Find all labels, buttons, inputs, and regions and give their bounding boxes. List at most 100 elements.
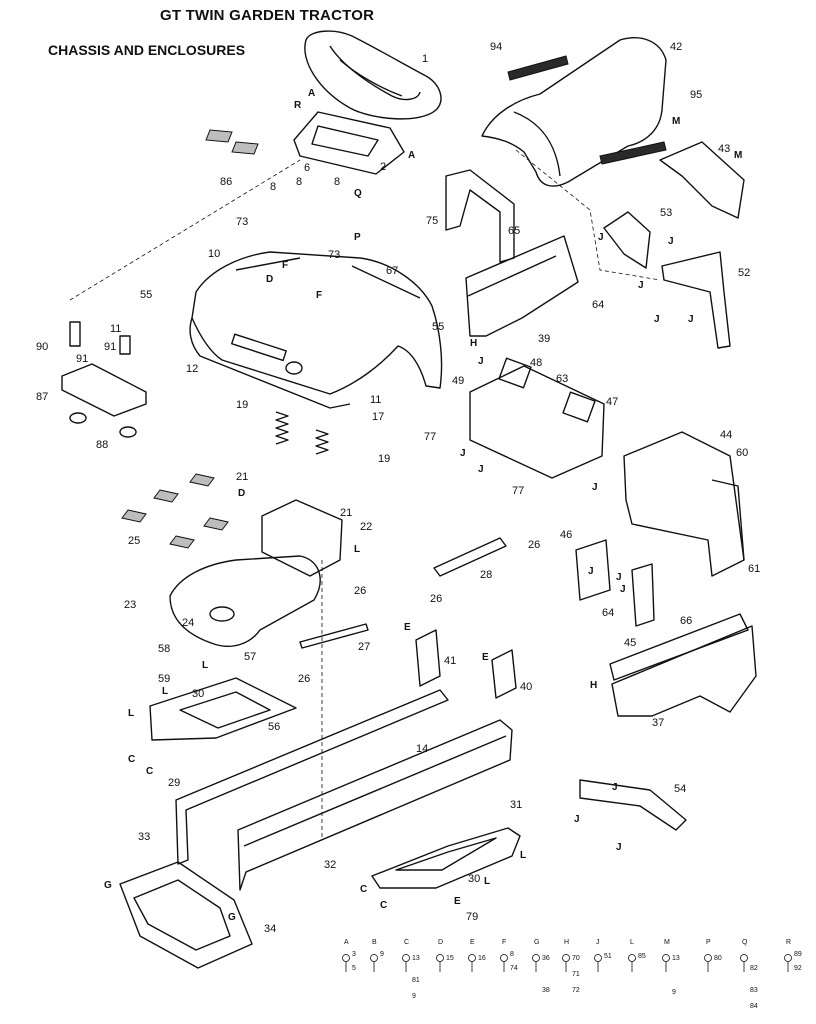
reference-letter: R xyxy=(294,100,302,111)
hardware-part-number: 81 xyxy=(412,977,420,984)
part-number-label: 31 xyxy=(510,799,522,811)
hardware-legend: A35B9C13819D15E16F874G3638H707172J51L85M… xyxy=(342,939,802,1010)
hardware-letter: R xyxy=(786,939,791,946)
hardware-group: J 51 xyxy=(594,939,612,972)
part-number-label: 53 xyxy=(660,207,672,219)
reference-letter: G xyxy=(104,880,112,891)
reference-letter: A xyxy=(408,150,415,161)
reference-letter: J xyxy=(592,482,598,493)
hardware-letter: J xyxy=(596,939,600,946)
hardware-part-number: 82 xyxy=(750,965,758,972)
part-number-label: 57 xyxy=(244,651,256,663)
reference-letter: F xyxy=(282,260,288,271)
part-number-label: 11 xyxy=(370,394,381,406)
hardware-part-number: 74 xyxy=(510,965,518,972)
part-number-label: 21 xyxy=(340,507,352,519)
hardware-letter: E xyxy=(470,939,475,946)
hardware-part-number: 92 xyxy=(794,965,802,972)
part-number-label: 12 xyxy=(186,363,198,375)
part-number-label: 90 xyxy=(36,341,48,353)
part-number-label: 87 xyxy=(36,391,48,403)
part-number-label: 21 xyxy=(236,471,248,483)
hardware-part-number: 51 xyxy=(604,953,612,960)
reference-letter: E xyxy=(454,896,461,907)
part-number-label: 61 xyxy=(748,563,760,575)
reference-letter: A xyxy=(308,88,315,99)
hood xyxy=(481,37,667,187)
part-number-label: 49 xyxy=(452,375,464,387)
part-number-label: 25 xyxy=(128,535,140,547)
fastener-icon xyxy=(740,954,748,962)
part-number-label: 19 xyxy=(236,399,248,411)
fastener-icon xyxy=(468,954,476,962)
reference-letter: J xyxy=(612,782,618,793)
reference-letter: F xyxy=(316,290,322,301)
reference-letter: L xyxy=(484,876,490,887)
hardware-part-number: 36 xyxy=(542,955,550,962)
fastener-icon xyxy=(532,954,540,962)
reference-letter: J xyxy=(616,842,622,853)
seat-plate xyxy=(293,111,405,175)
hardware-part-number: 13 xyxy=(672,955,680,962)
part-number-label: 73 xyxy=(328,249,340,261)
part-number-label: 29 xyxy=(168,777,180,789)
hardware-part-number: 15 xyxy=(446,955,454,962)
hardware-group: D15 xyxy=(436,939,454,972)
fender-deck xyxy=(189,251,443,409)
reference-letter: J xyxy=(574,814,580,825)
part-number-label: 10 xyxy=(208,248,220,260)
part-number-label: 40 xyxy=(520,681,532,693)
hardware-group: A35 xyxy=(342,939,356,972)
reference-letter: J xyxy=(668,236,674,247)
part-number-label: 45 xyxy=(624,637,636,649)
part-number-label: 52 xyxy=(738,267,750,279)
part-number-label: 65 xyxy=(508,225,520,237)
hardware-part-number: 9 xyxy=(412,993,416,1000)
part-number-label: 44 xyxy=(720,429,732,441)
hardware-part-number: 8 xyxy=(510,951,514,958)
hardware-part-number: 84 xyxy=(750,1003,758,1010)
part-number-label: 24 xyxy=(182,617,194,629)
part-number-label: 32 xyxy=(324,859,336,871)
part-number-label: 66 xyxy=(680,615,692,627)
part-number-label: 23 xyxy=(124,599,136,611)
fastener-icon xyxy=(594,954,602,962)
fastener-icon xyxy=(370,954,378,962)
reference-letter: G xyxy=(228,912,236,923)
hardware-part-number: 71 xyxy=(572,971,580,978)
reference-letter: L xyxy=(128,708,134,719)
reference-letter: J xyxy=(616,572,622,583)
reference-letter: J xyxy=(620,584,626,595)
reference-letter: J xyxy=(588,566,594,577)
reference-letter: D xyxy=(238,488,245,499)
hardware-part-number: 5 xyxy=(352,965,356,972)
fastener-icon xyxy=(342,954,350,962)
fastener-icon xyxy=(628,954,636,962)
part-number-label: 26 xyxy=(298,673,310,685)
reference-letter: J xyxy=(598,232,604,243)
part-number-label: 26 xyxy=(528,539,540,551)
part-number-label: 42 xyxy=(670,41,682,53)
part-number-label: 8 xyxy=(270,181,276,193)
part-number-label: 79 xyxy=(466,911,478,923)
hardware-letter: Q xyxy=(742,939,748,946)
part-number-label: 48 xyxy=(530,357,542,369)
part-number-label: 73 xyxy=(236,216,248,228)
part-number-label: 41 xyxy=(444,655,456,667)
part-number-label: 14 xyxy=(416,743,428,755)
part-number-label: 39 xyxy=(538,333,550,345)
hardware-part-number: 89 xyxy=(794,951,802,958)
reference-letter: L xyxy=(162,686,168,697)
part-number-label: 43 xyxy=(718,143,730,155)
hardware-part-number: 70 xyxy=(572,955,580,962)
part-number-label: 91 xyxy=(76,353,88,365)
part-number-label: 46 xyxy=(560,529,572,541)
